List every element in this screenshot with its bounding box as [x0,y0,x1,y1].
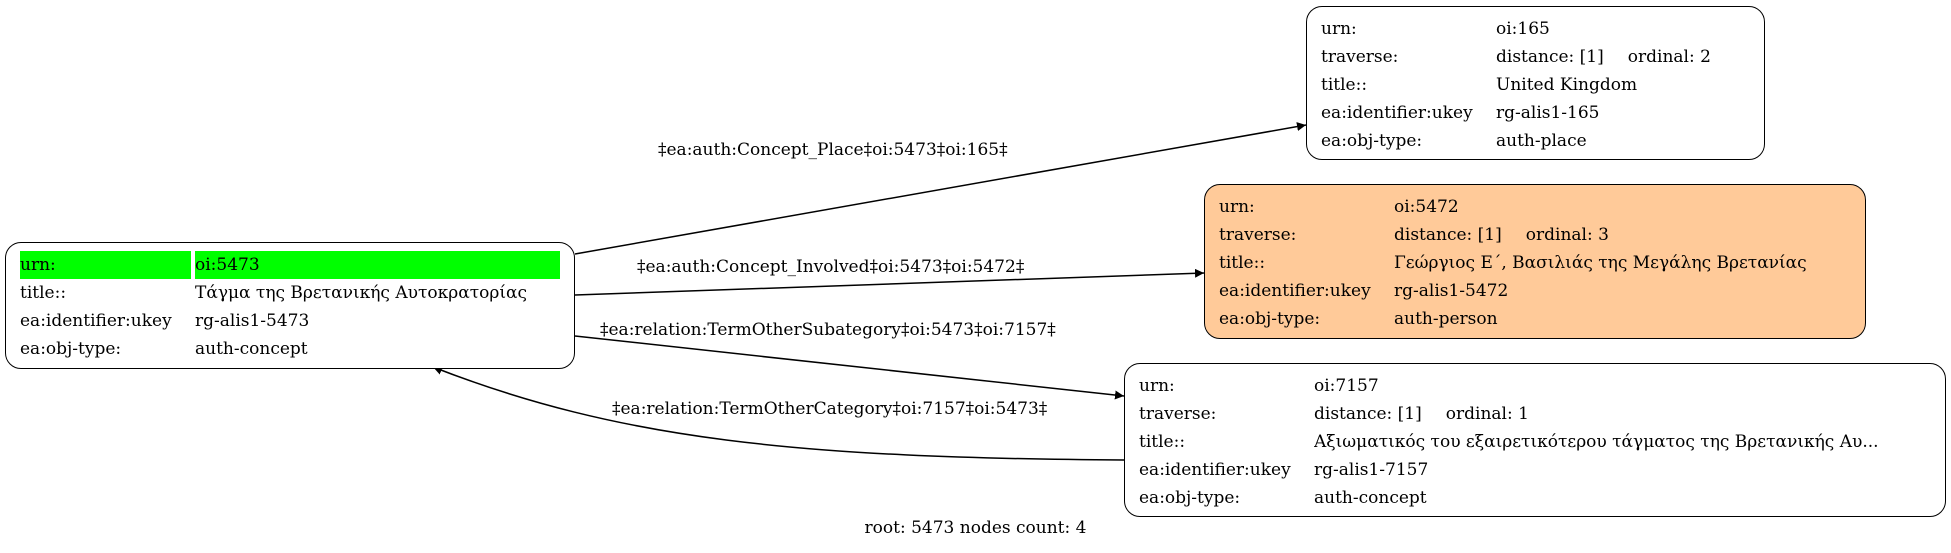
traverse-ordinal: ordinal: 2 [1627,47,1711,67]
edge-label-concept-place: ‡ea:auth:Concept_Place‡oi:5473‡oi:165‡ [658,140,1008,160]
node-row-title: title:: United Kingdom [1321,71,1750,99]
row-value: distance: [1] ordinal: 2 [1496,43,1750,71]
traverse-distance: distance: [1] [1314,404,1422,424]
row-value: auth-person [1394,309,1498,329]
node-place-165[interactable]: urn: oi:165 traverse: distance: [1] ordin… [1306,6,1765,160]
node-person-5472[interactable]: urn: oi:5472 traverse: distance: [1] ordi… [1204,184,1866,339]
edge-term-other-category [432,366,1125,461]
row-key: urn: [1139,376,1175,396]
row-key: ea:obj-type: [1321,131,1423,151]
row-value: rg-alis1-5473 [195,311,310,331]
row-value: oi:5472 [1394,197,1459,217]
traverse-distance: distance: [1] [1394,225,1502,245]
row-key: urn: [20,251,191,279]
row-key: title:: [20,283,67,303]
node-row-ukey: ea:identifier:ukey rg-alis1-165 [1321,99,1750,127]
row-value: rg-alis1-5472 [1394,281,1509,301]
node-row-title: title:: Γεώργιος Ε΄, Βασιλιάς της Μεγάλη… [1219,249,1851,277]
row-value: distance: [1] ordinal: 3 [1394,221,1851,249]
row-key: urn: [1321,19,1357,39]
node-row-urn: urn: oi:5472 [1219,193,1851,221]
edge-term-other-subcategory [574,335,1125,400]
row-key: traverse: [1321,47,1399,67]
row-key: traverse: [1139,404,1217,424]
row-value: Γεώργιος Ε΄, Βασιλιάς της Μεγάλης Βρεταν… [1394,253,1807,273]
row-value: Αξιωματικός του εξαιρετικότερου τάγματος… [1314,432,1879,452]
node-row-traverse: traverse: distance: [1] ordinal: 1 [1139,400,1931,428]
row-value: auth-concept [195,339,308,359]
row-key: ea:obj-type: [1219,309,1321,329]
row-key: title:: [1219,253,1266,273]
row-key: title:: [1321,75,1368,95]
row-value: oi:5473 [195,251,560,279]
traverse-ordinal: ordinal: 3 [1525,225,1609,245]
row-value: oi:165 [1496,19,1550,39]
row-key: ea:obj-type: [20,339,122,359]
row-key: ea:obj-type: [1139,488,1241,508]
node-row-obj-type: ea:obj-type: auth-person [1219,305,1851,333]
graph-footer-caption: root: 5473 nodes count: 4 [864,518,1087,538]
row-key: ea:identifier:ukey [1321,103,1473,123]
node-row-ukey: ea:identifier:ukey rg-alis1-5472 [1219,277,1851,305]
node-row-traverse: traverse: distance: [1] ordinal: 3 [1219,221,1851,249]
node-row-urn: urn: oi:7157 [1139,372,1931,400]
edge-label-concept-involved: ‡ea:auth:Concept_Involved‡oi:5473‡oi:547… [637,257,1025,277]
edge-concept-place [574,122,1307,255]
node-concept-7157[interactable]: urn: oi:7157 traverse: distance: [1] ordi… [1124,363,1946,517]
node-root-5473[interactable]: urn: oi:5473 title:: Τάγμα της Βρετανική… [5,242,575,369]
node-row-title: title:: Αξιωματικός του εξαιρετικότερου … [1139,428,1931,456]
row-key: title:: [1139,432,1186,452]
row-key: ea:identifier:ukey [20,311,172,331]
traverse-ordinal: ordinal: 1 [1445,404,1529,424]
edge-label-term-other-subcategory: ‡ea:relation:TermOtherSubategory‡oi:5473… [600,320,1056,340]
node-row-obj-type: ea:obj-type: auth-concept [1139,484,1931,512]
traverse-distance: distance: [1] [1496,47,1604,67]
node-row-ukey: ea:identifier:ukey rg-alis1-7157 [1139,456,1931,484]
edge-concept-involved [574,268,1205,296]
row-key: ea:identifier:ukey [1219,281,1371,301]
row-value: auth-concept [1314,488,1427,508]
row-key: ea:identifier:ukey [1139,460,1291,480]
node-row-traverse: traverse: distance: [1] ordinal: 2 [1321,43,1750,71]
edge-label-term-other-category: ‡ea:relation:TermOtherCategory‡oi:7157‡o… [612,399,1048,419]
node-row-obj-type: ea:obj-type: auth-place [1321,127,1750,155]
row-value: Τάγμα της Βρετανικής Αυτοκρατορίας [195,283,527,303]
row-value: auth-place [1496,131,1587,151]
row-key: urn: [1219,197,1255,217]
node-row-title: title:: Τάγμα της Βρετανικής Αυτοκρατορί… [20,279,560,307]
row-value: oi:7157 [1314,376,1379,396]
row-key: traverse: [1219,225,1297,245]
row-value: rg-alis1-7157 [1314,460,1429,480]
node-row-urn: urn: oi:165 [1321,15,1750,43]
row-value: distance: [1] ordinal: 1 [1314,400,1931,428]
node-row-obj-type: ea:obj-type: auth-concept [20,335,560,363]
row-value: rg-alis1-165 [1496,103,1600,123]
node-row-ukey: ea:identifier:ukey rg-alis1-5473 [20,307,560,335]
node-row-urn: urn: oi:5473 [20,251,560,279]
row-value: United Kingdom [1496,75,1638,95]
